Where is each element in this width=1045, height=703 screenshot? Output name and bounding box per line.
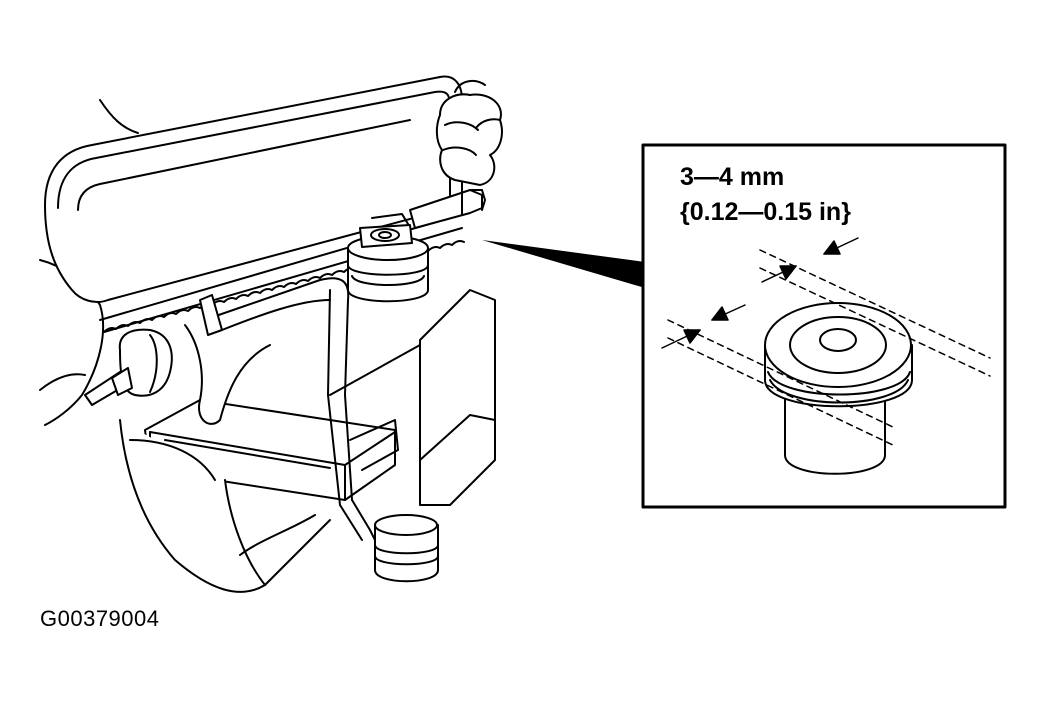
upper-bushing xyxy=(347,213,429,303)
tool-arm xyxy=(184,277,399,551)
cut-guide-lines xyxy=(667,249,991,447)
detail-bushing xyxy=(764,302,913,475)
lower-bushing xyxy=(374,514,439,583)
left-hand xyxy=(39,99,331,593)
dimension-in-label: {0.12—0.15 in} xyxy=(680,198,851,226)
dimension-mm-label: 3—4 mm xyxy=(680,163,785,191)
right-hand xyxy=(435,79,503,186)
hacksaw xyxy=(44,75,486,406)
callout-pointer xyxy=(482,240,645,288)
figure-id: G00379004 xyxy=(40,606,160,631)
dimension-arrows xyxy=(661,237,859,349)
